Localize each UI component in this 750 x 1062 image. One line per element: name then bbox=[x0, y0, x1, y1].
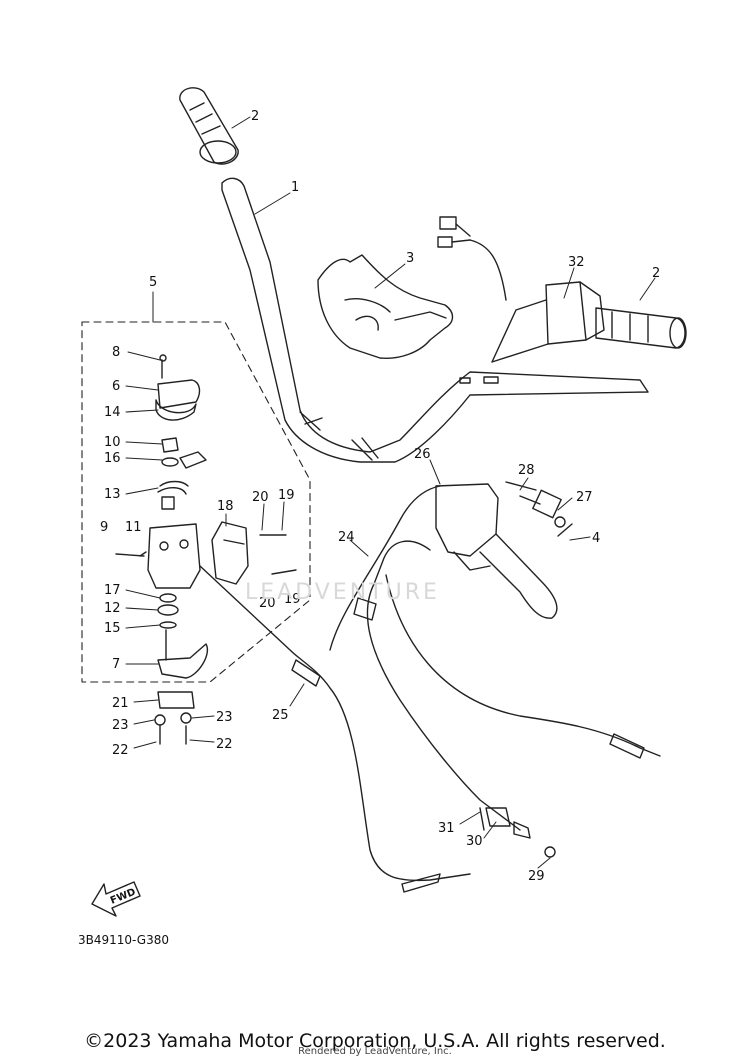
callout-2: 2 bbox=[251, 109, 259, 124]
callout-26: 26 bbox=[414, 447, 431, 462]
callout-19b: 19 bbox=[284, 592, 301, 607]
callout-23: 23 bbox=[112, 718, 129, 733]
callout-12: 12 bbox=[104, 601, 121, 616]
callout-14: 14 bbox=[104, 405, 121, 420]
rendered-by-notice: Rendered by LeadVenture, Inc. bbox=[298, 1046, 452, 1057]
callout-9: 9 bbox=[100, 520, 108, 535]
callout-6: 6 bbox=[112, 379, 120, 394]
callout-28: 28 bbox=[518, 463, 535, 478]
copyright-notice: ©2023 Yamaha Motor Corporation, U.S.A. A… bbox=[84, 1030, 666, 1052]
callout-labels: 1 2 2 3 4 5 6 7 8 9 10 11 12 13 14 15 16… bbox=[100, 109, 660, 884]
callout-18: 18 bbox=[217, 499, 234, 514]
switch-components bbox=[115, 354, 297, 745]
handlebar-pad bbox=[317, 254, 454, 359]
callout-4: 4 bbox=[592, 531, 600, 546]
callout-29: 29 bbox=[528, 869, 545, 884]
callout-7: 7 bbox=[112, 657, 120, 672]
callout-16: 16 bbox=[104, 451, 121, 466]
throttle-cable bbox=[199, 565, 471, 882]
callout-15: 15 bbox=[104, 621, 121, 636]
callout-2b: 2 bbox=[652, 266, 660, 281]
callout-25: 25 bbox=[272, 708, 289, 723]
handlebar bbox=[221, 177, 649, 463]
callout-27: 27 bbox=[576, 490, 593, 505]
callout-23b: 23 bbox=[216, 710, 233, 725]
fwd-arrow: FWD bbox=[91, 881, 141, 917]
callout-24: 24 bbox=[338, 530, 355, 545]
callout-19: 19 bbox=[278, 488, 295, 503]
switch-assembly-outline bbox=[81, 321, 311, 683]
callout-21: 21 bbox=[112, 696, 129, 711]
callout-22: 22 bbox=[112, 743, 129, 758]
callout-20: 20 bbox=[252, 490, 269, 505]
carb-cable bbox=[366, 540, 521, 831]
callout-31: 31 bbox=[438, 821, 455, 836]
callout-30: 30 bbox=[466, 834, 483, 849]
diagram-code: 3B49110-G380 bbox=[78, 933, 169, 947]
right-switch-and-grip bbox=[437, 216, 687, 363]
callout-3: 3 bbox=[406, 251, 414, 266]
callout-20b: 20 bbox=[259, 596, 276, 611]
callout-13: 13 bbox=[104, 487, 121, 502]
callout-22b: 22 bbox=[216, 737, 233, 752]
left-grip bbox=[179, 87, 239, 165]
callout-1: 1 bbox=[291, 180, 299, 195]
watermark: LEADVENTURE bbox=[245, 580, 440, 605]
callout-17: 17 bbox=[104, 583, 121, 598]
callout-8: 8 bbox=[112, 345, 120, 360]
callout-5: 5 bbox=[149, 275, 157, 290]
callout-11: 11 bbox=[125, 520, 142, 535]
brake-assembly bbox=[329, 481, 573, 651]
callout-32: 32 bbox=[568, 255, 585, 270]
callout-10: 10 bbox=[104, 435, 121, 450]
